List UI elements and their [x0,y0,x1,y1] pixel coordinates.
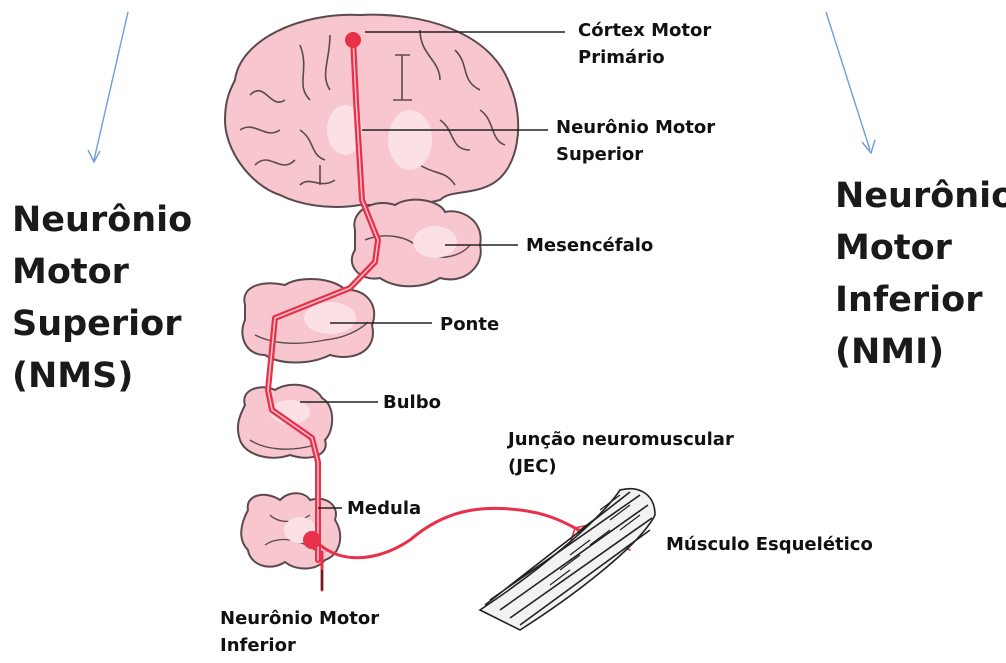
label-cortex-line-2: Primário [578,44,711,71]
right-title-line-4: (NMI) [835,326,1006,378]
label-nmj: Junção neuromuscular (JEC) [508,426,734,480]
label-pons-line-1: Ponte [440,311,499,338]
label-lower-neuron: Neurônio Motor Inferior [220,605,379,659]
label-muscle: Músculo Esquelético [666,531,873,558]
label-lower-neuron-line-2: Inferior [220,632,379,659]
label-midbrain-line-1: Mesencéfalo [526,232,653,259]
right-title: Neurônio Motor Inferior (NMI) [835,170,1006,378]
label-cortex-line-1: Córtex Motor [578,17,711,44]
left-title-line-1: Neurônio [12,194,192,246]
right-title-line-2: Motor [835,222,1006,274]
label-nmj-line-1: Junção neuromuscular [508,426,734,453]
pons [242,279,374,363]
left-title-line-3: Superior [12,298,192,350]
label-muscle-line-1: Músculo Esquelético [666,531,873,558]
label-spinal-cord: Medula [347,495,421,522]
label-upper-neuron-line-2: Superior [556,141,715,168]
arrow-right [826,12,875,153]
left-title-line-4: (NMS) [12,350,192,402]
label-cortex: Córtex Motor Primário [578,17,711,71]
midbrain [352,200,481,287]
label-upper-neuron: Neurônio Motor Superior [556,114,715,168]
right-title-line-1: Neurônio [835,170,1006,222]
label-midbrain: Mesencéfalo [526,232,653,259]
left-title: Neurônio Motor Superior (NMS) [12,194,192,402]
label-pons: Ponte [440,311,499,338]
right-title-line-3: Inferior [835,274,1006,326]
label-nmj-line-2: (JEC) [508,453,734,480]
arrow-left [88,12,128,162]
brain [225,15,518,207]
label-medulla-oblongata-line-1: Bulbo [383,389,441,416]
label-spinal-cord-line-1: Medula [347,495,421,522]
label-lower-neuron-line-1: Neurônio Motor [220,605,379,632]
spinal-cord [241,493,340,568]
left-title-line-2: Motor [12,246,192,298]
label-medulla-oblongata: Bulbo [383,389,441,416]
label-upper-neuron-line-1: Neurônio Motor [556,114,715,141]
